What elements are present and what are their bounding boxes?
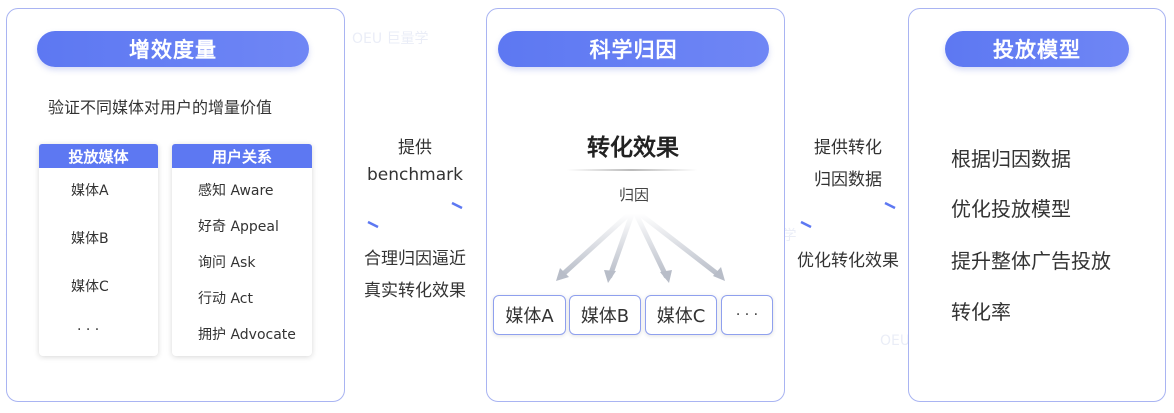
relation-column: 用户关系 感知 Aware 好奇 Appeal 询问 Ask 行动 Act 拥护… [172, 144, 312, 356]
media-column-item: 媒体C [71, 279, 109, 295]
media-box: 媒体C [645, 295, 717, 335]
relation-column-item: 好奇 Appeal [198, 219, 279, 235]
relation-column-item: 询问 Ask [198, 255, 256, 271]
arrow2-top-line: 归因数据 [814, 170, 882, 190]
arrow2-top-line: 提供转化 [814, 138, 882, 158]
middle-panel-title: 科学归因 [498, 31, 769, 67]
conversion-effect-headline: 转化效果 [587, 135, 679, 161]
arrow1-top-line: 提供 [398, 138, 432, 158]
middle-panel [486, 8, 785, 402]
attribution-label: 归因 [619, 186, 650, 204]
relation-column-item: 感知 Aware [198, 183, 274, 199]
media-column-item: 媒体A [71, 183, 109, 199]
arrow1-top-line: benchmark [367, 165, 463, 185]
arrow1-bottom-line: 合理归因逼近 [364, 249, 466, 269]
right-panel-item: 根据归因数据 [951, 147, 1071, 171]
left-panel-subtitle: 验证不同媒体对用户的增量价值 [48, 98, 273, 117]
headline-divider [567, 169, 697, 171]
relation-column-item: 拥护 Advocate [198, 327, 296, 343]
media-box: · · · [721, 295, 773, 335]
relation-column-item: 行动 Act [198, 291, 253, 307]
right-panel-item: 转化率 [951, 300, 1011, 324]
right-panel [908, 8, 1166, 402]
media-column: 投放媒体 媒体A 媒体B 媒体C · · · [39, 144, 158, 356]
media-column-item: 媒体B [71, 231, 109, 247]
media-column-header: 投放媒体 [39, 144, 158, 168]
media-box: 媒体A [493, 295, 566, 335]
arrow1-bottom-line: 真实转化效果 [364, 281, 466, 301]
right-panel-title: 投放模型 [945, 31, 1129, 67]
arrow2-bottom-line: 优化转化效果 [797, 251, 899, 271]
right-panel-item: 优化投放模型 [951, 197, 1071, 221]
bidirectional-arrow-icon [367, 201, 463, 229]
bidirectional-arrow-icon [800, 201, 896, 229]
relation-column-header: 用户关系 [172, 144, 312, 168]
left-panel-title: 增效度量 [37, 31, 309, 67]
media-column-item: · · · [77, 322, 100, 338]
right-panel-item: 提升整体广告投放 [951, 249, 1111, 273]
media-box: 媒体B [569, 295, 641, 335]
